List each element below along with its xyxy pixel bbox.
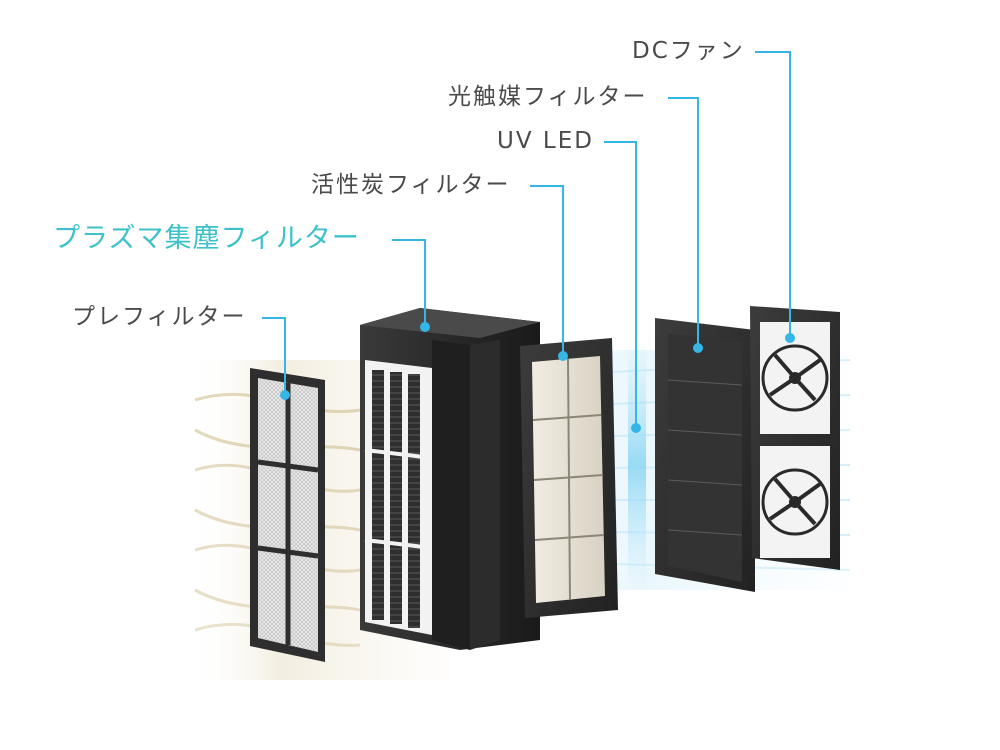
leader-line-pre-filter: [262, 317, 286, 395]
label-pre-filter: プレフィルター: [72, 304, 247, 330]
photocatalyst-filter-illustration: [655, 318, 755, 592]
uv-led-illustration: [628, 340, 646, 590]
plasma-dust-filter-illustration: [360, 308, 540, 650]
leader-line-plasma-dust: [392, 239, 426, 327]
activated-carbon-filter-illustration: [520, 338, 618, 618]
label-plasma-dust-filter: プラズマ集塵フィルター: [53, 223, 360, 254]
label-photocatalyst-filter: 光触媒フィルター: [448, 84, 648, 110]
leader-line-activated-carbon: [530, 185, 564, 356]
label-activated-carbon-filter: 活性炭フィルター: [311, 172, 511, 198]
dc-fan-illustration: [750, 306, 840, 570]
label-uv-led: UV LED: [497, 128, 594, 154]
leader-line-dots: [280, 322, 795, 433]
leader-line-dc-fan: [755, 51, 791, 338]
leader-lines: [262, 51, 791, 428]
leader-line-photocatalyst: [668, 97, 699, 348]
label-dc-fan: DCファン: [632, 38, 745, 64]
pre-filter-illustration: [250, 368, 325, 662]
leader-line-uv-led: [604, 141, 637, 428]
